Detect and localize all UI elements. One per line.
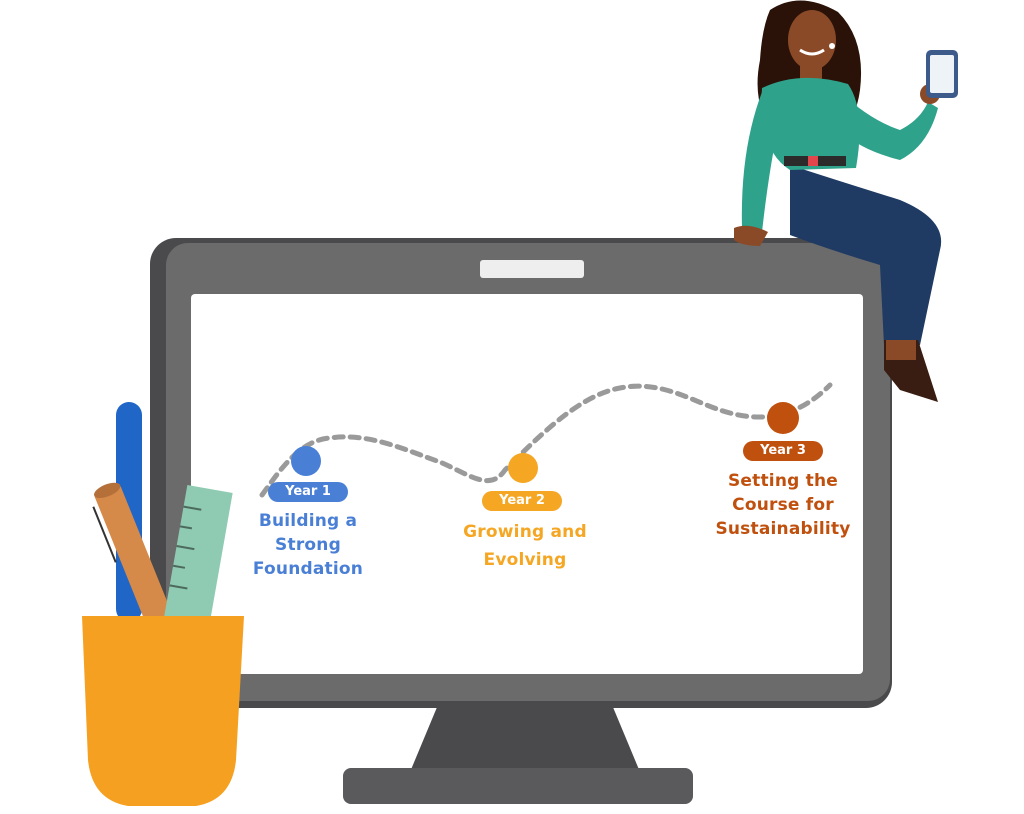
year-1-title-line: Building a (258, 511, 358, 531)
year-2-title: Growing and Evolving (446, 518, 604, 574)
year-1-title: Building a Strong Foundation (236, 509, 380, 581)
year-1-dot (291, 446, 321, 476)
woman-illustration (734, 0, 958, 402)
year-2-badge: Year 2 (482, 491, 562, 511)
pencil-icon (92, 482, 171, 623)
monitor-screen (191, 294, 863, 674)
pen-cup (82, 402, 244, 806)
year-1-title-line: Foundation (252, 559, 364, 579)
monitor-camera-bar (480, 260, 584, 278)
year-3-dot (767, 402, 799, 434)
monitor (150, 238, 892, 708)
year-2-title-line: Evolving (483, 550, 567, 570)
year-2-dot (508, 453, 538, 483)
year-3-title-line: Setting the (727, 471, 838, 491)
year-2-title-line: Growing and (463, 522, 587, 542)
year-3-badge: Year 3 (743, 441, 823, 461)
year-3-title-line: Course for (732, 495, 834, 515)
monitor-stand (343, 700, 693, 804)
year-3-title: Setting the Course for Sustainability (704, 469, 862, 541)
year-1-title-line: Strong (275, 535, 341, 555)
year-1-badge: Year 1 (268, 482, 348, 502)
year-3-title-line: Sustainability (715, 519, 851, 539)
ruler-icon (161, 484, 233, 641)
